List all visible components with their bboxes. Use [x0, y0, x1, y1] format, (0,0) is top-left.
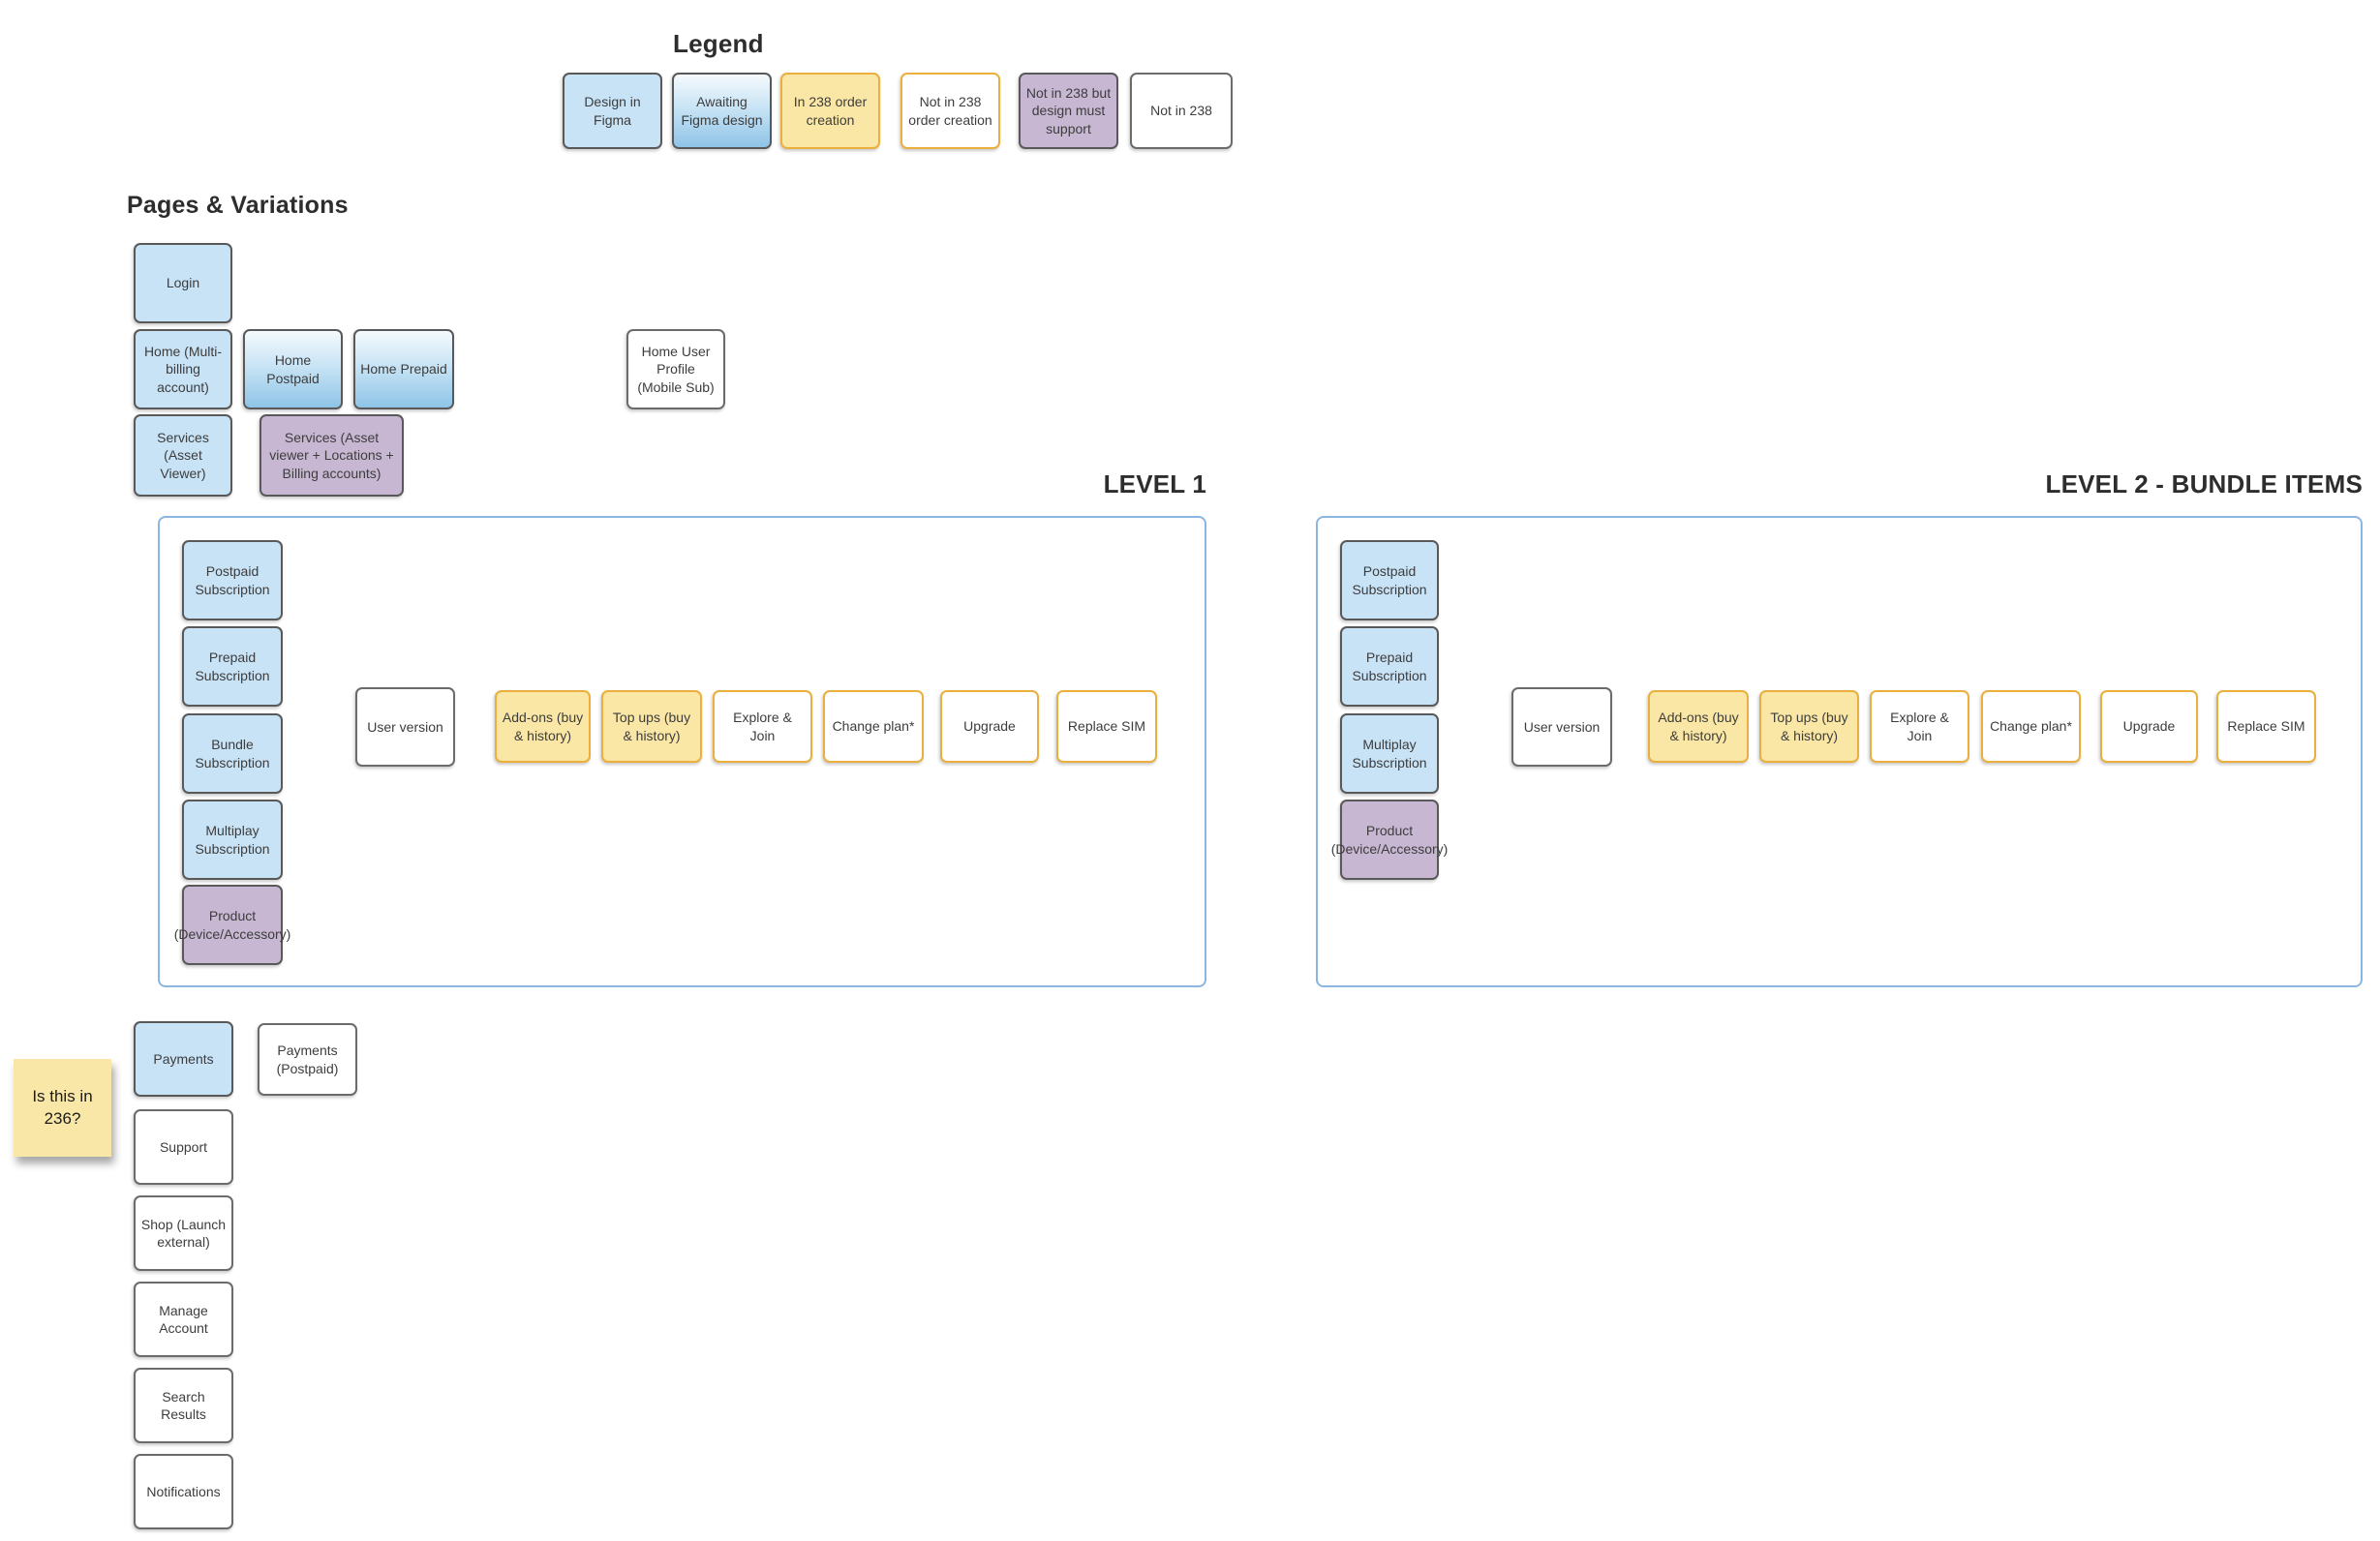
level1-box-product-device[interactable]: Product (Device/Accessory): [174, 885, 290, 965]
level2-action-replace-sim[interactable]: Replace SIM: [2216, 690, 2316, 763]
box-home-user-profile[interactable]: Home User Profile (Mobile Sub): [626, 329, 725, 409]
level1-box-postpaid-subscription[interactable]: Postpaid Subscription: [182, 540, 283, 620]
level1-action-add-ons[interactable]: Add-ons (buy & history): [495, 690, 591, 763]
level1-box-bundle-subscription[interactable]: Bundle Subscription: [182, 713, 283, 794]
level2-box-prepaid-subscription[interactable]: Prepaid Subscription: [1340, 626, 1439, 707]
level1-frame: [158, 516, 1206, 987]
level2-title: LEVEL 2 - BUNDLE ITEMS: [2045, 469, 2363, 499]
level1-title: LEVEL 1: [1103, 469, 1206, 499]
level1-action-replace-sim[interactable]: Replace SIM: [1056, 690, 1157, 763]
box-manage-account[interactable]: Manage Account: [134, 1282, 233, 1357]
box-payments[interactable]: Payments: [134, 1021, 233, 1097]
legend-item-not-in-238-order[interactable]: Not in 238 order creation: [900, 73, 1000, 149]
level1-action-top-ups[interactable]: Top ups (buy & history): [601, 690, 702, 763]
legend-item-awaiting-figma[interactable]: Awaiting Figma design: [672, 73, 772, 149]
legend-item-in-238-order[interactable]: In 238 order creation: [780, 73, 880, 149]
level1-action-change-plan[interactable]: Change plan*: [823, 690, 924, 763]
level2-box-multiplay-subscription[interactable]: Multiplay Subscription: [1340, 713, 1439, 794]
level2-action-add-ons[interactable]: Add-ons (buy & history): [1648, 690, 1749, 763]
level2-box-user-version[interactable]: User version: [1511, 687, 1612, 767]
level1-box-multiplay-subscription[interactable]: Multiplay Subscription: [182, 800, 283, 880]
level2-action-change-plan[interactable]: Change plan*: [1981, 690, 2081, 763]
legend-item-design-in-figma[interactable]: Design in Figma: [563, 73, 662, 149]
level2-box-postpaid-subscription[interactable]: Postpaid Subscription: [1340, 540, 1439, 620]
box-home-multi-billing[interactable]: Home (Multi-billing account): [134, 329, 232, 409]
level1-box-prepaid-subscription[interactable]: Prepaid Subscription: [182, 626, 283, 707]
level1-action-upgrade[interactable]: Upgrade: [940, 690, 1039, 763]
level2-action-upgrade[interactable]: Upgrade: [2100, 690, 2198, 763]
level2-box-product-device[interactable]: Product (Device/Accessory): [1331, 800, 1448, 880]
box-services-full[interactable]: Services (Asset viewer + Locations + Bil…: [259, 414, 404, 497]
level2-action-explore-join[interactable]: Explore & Join: [1870, 690, 1969, 763]
pages-variations-title: Pages & Variations: [127, 192, 349, 219]
box-services-asset-viewer[interactable]: Services (Asset Viewer): [134, 414, 232, 497]
level1-box-user-version[interactable]: User version: [355, 687, 455, 767]
box-support[interactable]: Support: [134, 1109, 233, 1185]
level2-frame: [1316, 516, 2363, 987]
box-search-results[interactable]: Search Results: [134, 1368, 233, 1443]
box-home-postpaid[interactable]: Home Postpaid: [243, 329, 343, 409]
box-notifications[interactable]: Notifications: [134, 1454, 233, 1529]
legend-title: Legend: [673, 29, 764, 58]
legend-item-not-238-must-support[interactable]: Not in 238 but design must support: [1019, 73, 1118, 149]
level2-action-top-ups[interactable]: Top ups (buy & history): [1759, 690, 1859, 763]
legend-item-not-in-238[interactable]: Not in 238: [1130, 73, 1233, 149]
level1-action-explore-join[interactable]: Explore & Join: [713, 690, 812, 763]
box-shop[interactable]: Shop (Launch external): [134, 1195, 233, 1271]
box-login[interactable]: Login: [134, 243, 232, 323]
sticky-note-is-this-in-236[interactable]: Is this in 236?: [14, 1059, 111, 1157]
box-payments-postpaid[interactable]: Payments (Postpaid): [258, 1023, 357, 1096]
box-home-prepaid[interactable]: Home Prepaid: [353, 329, 454, 409]
